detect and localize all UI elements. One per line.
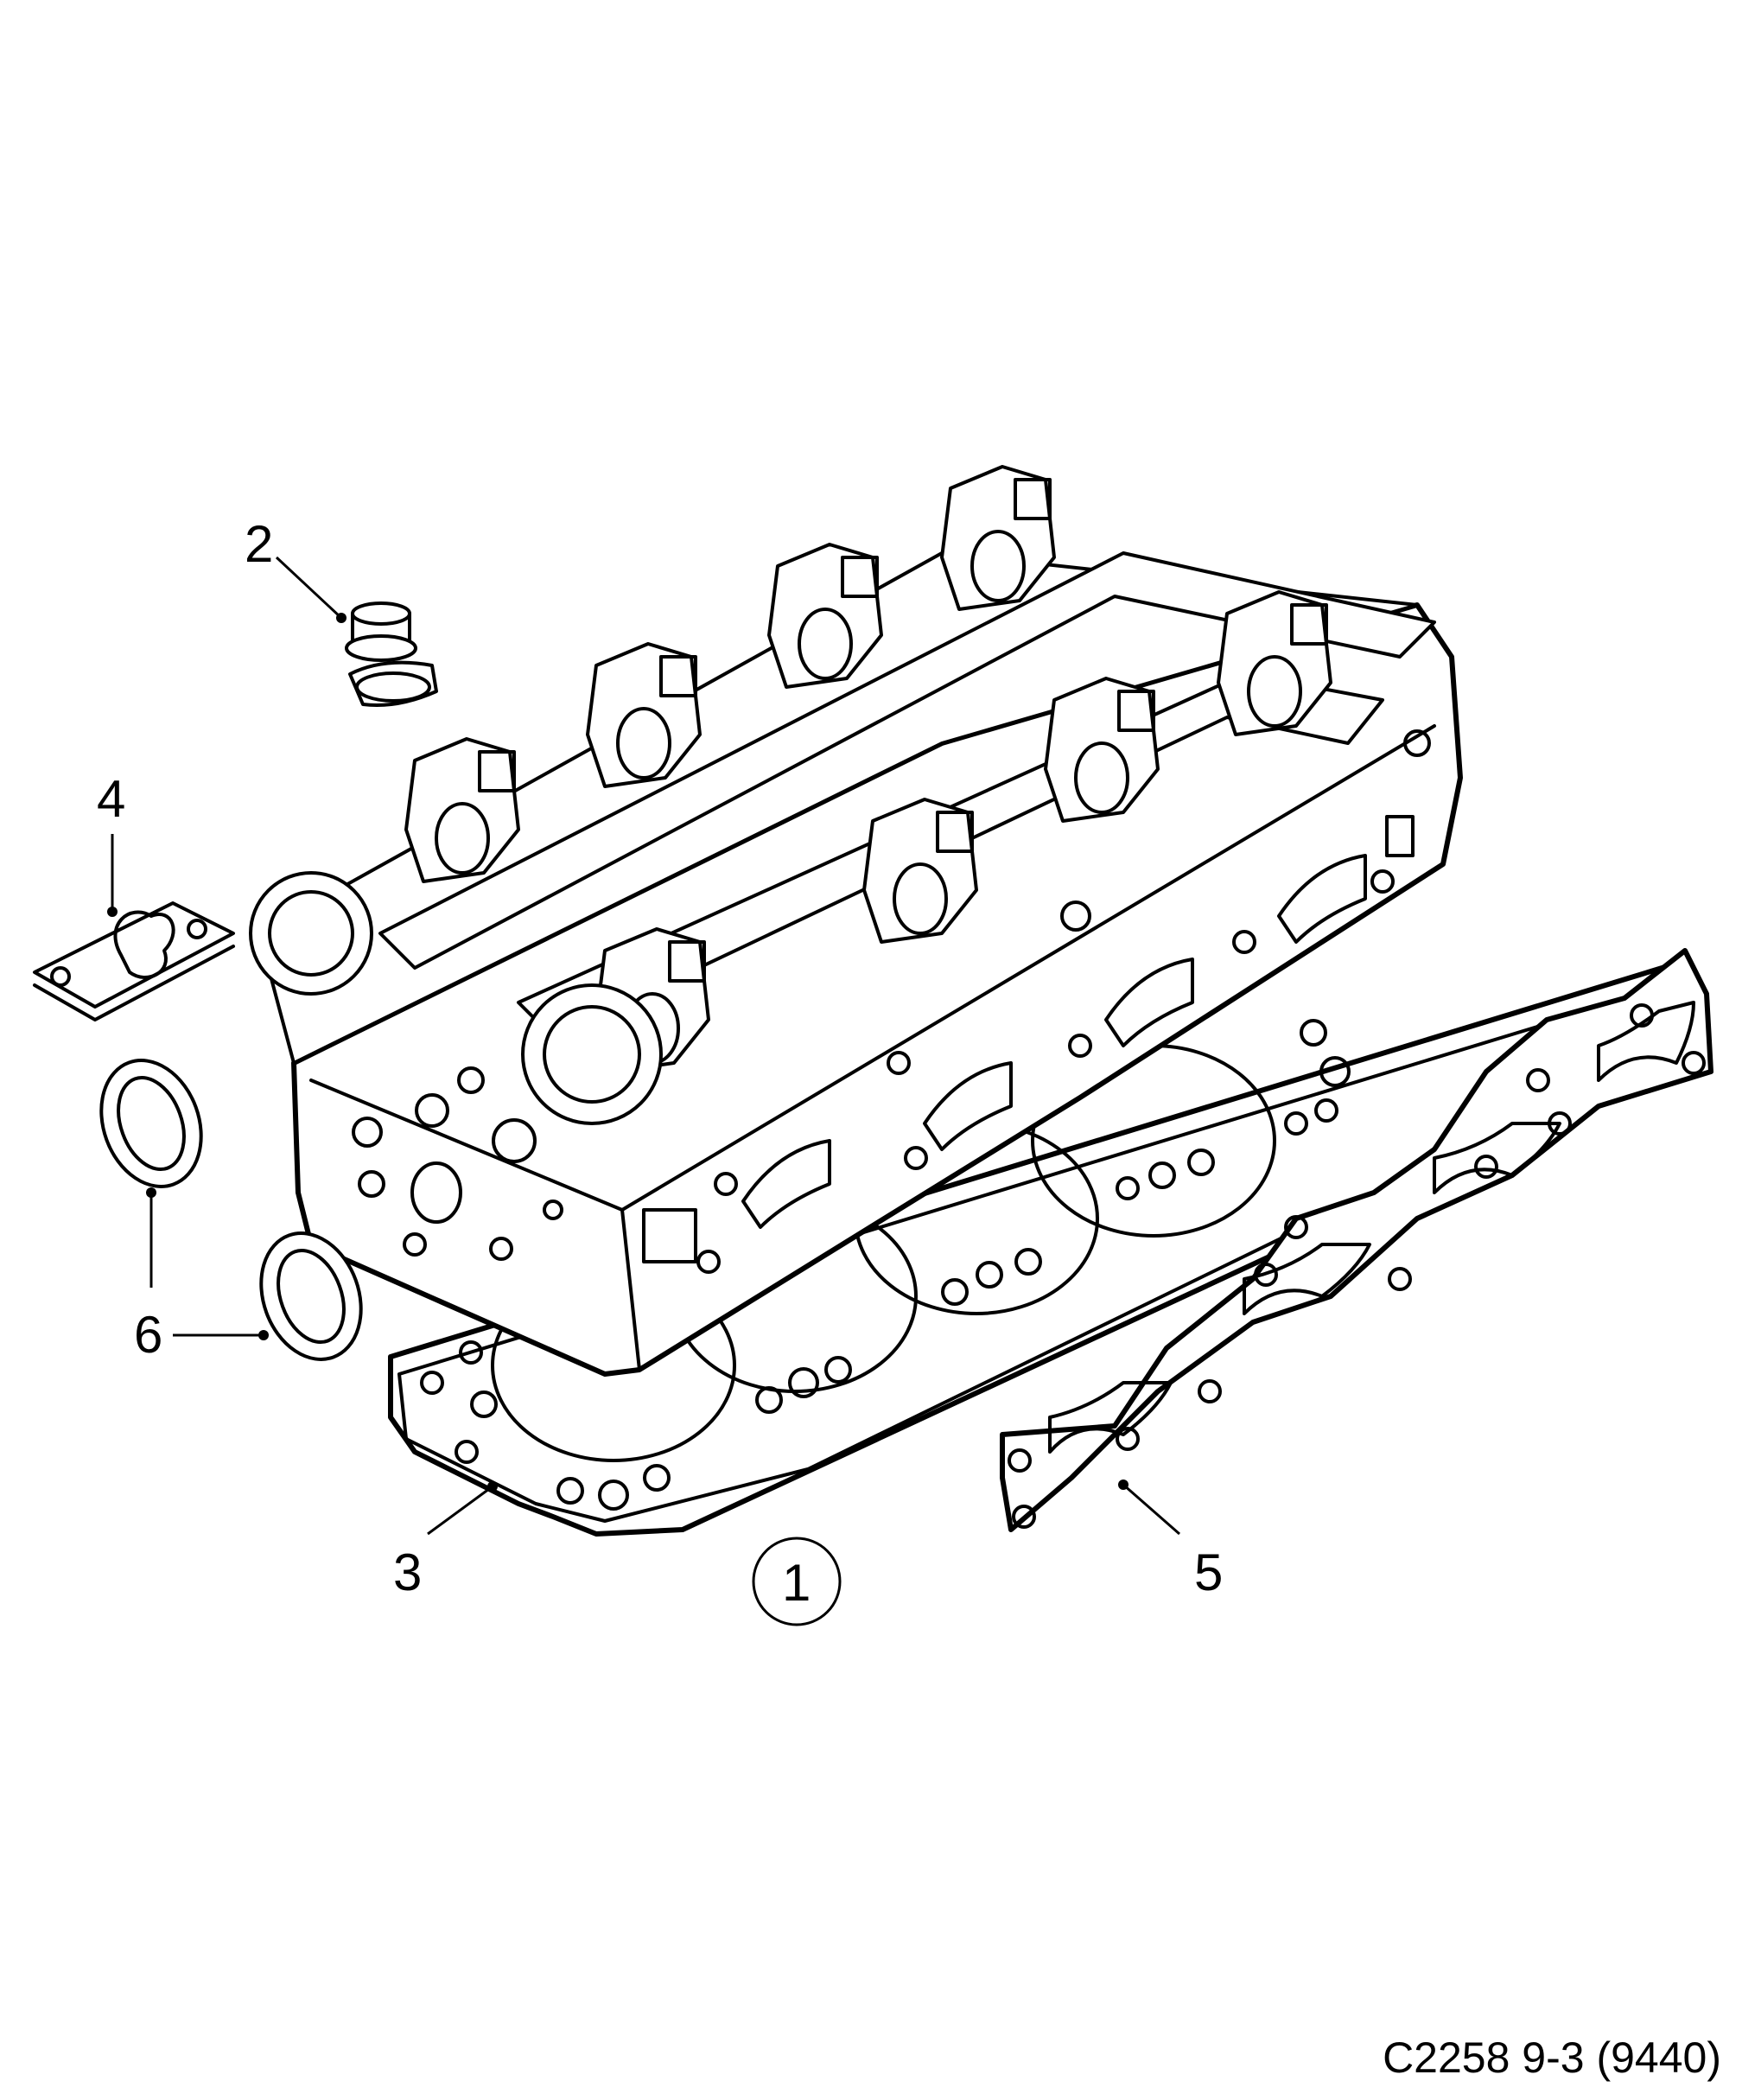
callout-6: 6	[134, 1187, 269, 1364]
exhaust-manifold-gasket	[1000, 948, 1713, 1532]
camshaft-seal-upper	[99, 1059, 203, 1188]
callout-2: 2	[245, 515, 346, 623]
thermostat-gasket	[33, 901, 235, 1021]
callout-5: 5	[1118, 1480, 1223, 1601]
callout-label-3: 3	[393, 1543, 422, 1601]
callout-label-1: 1	[782, 1554, 811, 1612]
diagram-caption: C2258 9-3 (9440)	[1383, 2033, 1721, 2082]
oil-filler-plug	[345, 601, 438, 707]
callout-label-5: 5	[1194, 1543, 1223, 1601]
callout-1: 1	[752, 1537, 842, 1626]
callout-3: 3	[393, 1481, 498, 1601]
camshaft-seal-lower	[259, 1231, 363, 1361]
callout-4: 4	[97, 770, 125, 917]
cylinder-head	[249, 465, 1463, 1377]
callout-label-2: 2	[245, 515, 273, 573]
callout-label-4: 4	[97, 770, 125, 828]
callout-label-6: 6	[134, 1306, 162, 1364]
